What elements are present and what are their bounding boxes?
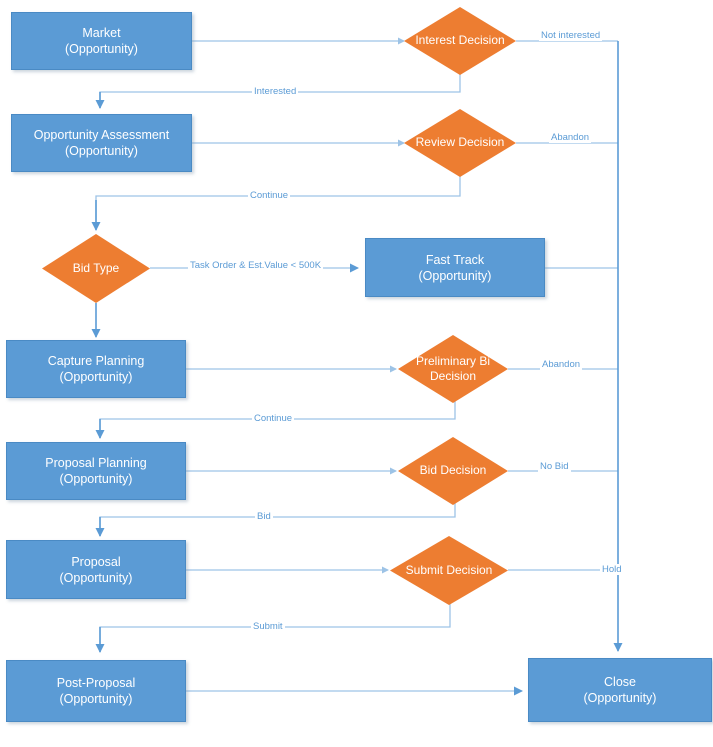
edge-label-hold: Hold	[600, 564, 624, 575]
node-close-line2: (Opportunity)	[583, 691, 657, 705]
node-opportunity-assessment[interactable]: Opportunity Assessment (Opportunity)	[11, 114, 192, 172]
node-close[interactable]: Close (Opportunity)	[528, 658, 712, 722]
edge-label-abandon-review: Abandon	[549, 132, 592, 143]
node-capture-planning-line1: Capture Planning	[47, 354, 145, 368]
node-capture-planning-line2: (Opportunity)	[59, 370, 133, 384]
node-proposal-line2: (Opportunity)	[59, 570, 133, 585]
node-post-proposal-line1: Post-Proposal	[56, 676, 136, 690]
edge-label-continue-review: Continue	[248, 190, 291, 201]
node-proposal-planning[interactable]: Proposal Planning (Opportunity)	[6, 442, 186, 500]
node-opportunity-assessment-line1: Opportunity Assessment	[33, 128, 170, 142]
node-market-line1: Market	[82, 26, 121, 40]
node-close-line1: Close	[604, 675, 636, 689]
node-proposal-planning-line2: (Opportunity)	[59, 472, 133, 486]
edge-label-bid: Bid	[255, 511, 273, 522]
node-fast-track[interactable]: Fast Track (Opportunity)	[365, 238, 545, 297]
edge-label-interested: Interested	[252, 86, 299, 97]
node-post-proposal-line2: (Opportunity)	[59, 692, 133, 706]
node-post-proposal[interactable]: Post-Proposal (Opportunity)	[6, 660, 186, 722]
node-fast-track-line1: Fast Track	[425, 252, 485, 267]
node-capture-planning[interactable]: Capture Planning (Opportunity)	[6, 340, 186, 398]
node-proposal[interactable]: Proposal (Opportunity)	[6, 540, 186, 599]
edge-label-no-bid: No Bid	[538, 461, 571, 472]
edge-label-continue-prelim: Continue	[252, 413, 295, 424]
node-market[interactable]: Market (Opportunity)	[11, 12, 192, 70]
node-proposal-planning-line1: Proposal Planning	[45, 456, 147, 470]
edge-label-task-order: Task Order & Est.Value < 500K	[188, 260, 324, 271]
node-opportunity-assessment-line2: (Opportunity)	[65, 144, 138, 158]
edge-label-submit: Submit	[251, 621, 285, 632]
edge-label-not-interested: Not interested	[539, 30, 603, 41]
edge-label-abandon-prelim: Abandon	[540, 359, 583, 370]
node-market-line2: (Opportunity)	[65, 42, 138, 56]
edge-biddec-bid	[99, 498, 456, 536]
node-proposal-line1: Proposal	[71, 554, 121, 569]
node-fast-track-line2: (Opportunity)	[418, 268, 492, 283]
